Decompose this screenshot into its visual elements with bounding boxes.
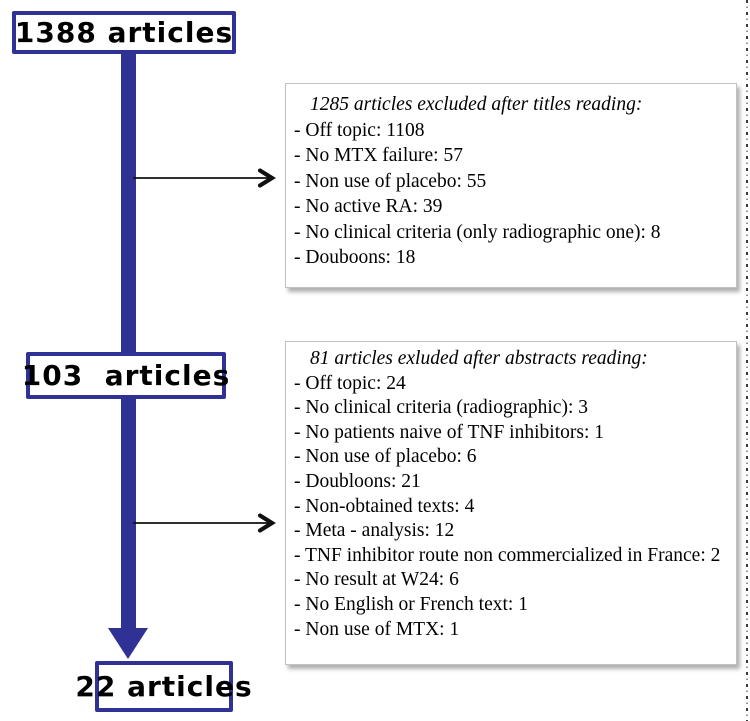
exclusion-box-1-title: 1285 articles excluded after titles read… bbox=[310, 94, 643, 115]
flow-box-22-articles: 22 articles bbox=[75, 661, 252, 712]
main-flow-arrow-down-icon bbox=[108, 628, 148, 659]
main-flow-arrow-shaft bbox=[121, 52, 136, 630]
exclusion-item: - Off topic: 24 bbox=[294, 372, 406, 394]
page-edge-dotted-line-icon bbox=[746, 0, 748, 721]
exclusion-item: - Non use of placebo: 55 bbox=[294, 170, 487, 192]
exclusion-item: - TNF inhibitor route non commercialized… bbox=[294, 544, 721, 566]
exclusion-item: - Non use of placebo: 6 bbox=[294, 446, 477, 468]
exclusion-box-1-list: - Off topic: 1108 - No MTX failure: 57 - N… bbox=[294, 118, 726, 271]
flow-box-1388-label: 1388 articles bbox=[14, 16, 234, 49]
exclusion-item: - Douboons: 18 bbox=[294, 247, 416, 268]
exclusion-box-2-title: 81 articles exluded after abstracts read… bbox=[310, 348, 648, 369]
exclusion-item: - No active RA: 39 bbox=[294, 196, 443, 217]
flow-box-103-label: 103 articles bbox=[21, 359, 231, 392]
exclusion-box-abstracts-reading: 81 articles exluded after abstracts read… bbox=[285, 341, 737, 665]
exclusion-item: - No clinical criteria (radiographic): 3 bbox=[294, 397, 588, 419]
exclusion-arrow-1-right-icon bbox=[133, 168, 276, 188]
flow-box-22-label: 22 articles bbox=[75, 670, 253, 703]
exclusion-item: - Meta - analysis: 12 bbox=[294, 520, 455, 542]
flow-box-1388-articles: 1388 articles bbox=[12, 11, 236, 54]
exclusion-item: - No patients naive of TNF inhibitors: 1 bbox=[294, 421, 604, 443]
exclusion-item: - No MTX failure: 57 bbox=[294, 145, 463, 166]
exclusion-item: - No English or French text: 1 bbox=[294, 593, 528, 615]
exclusion-item: - Doubloons: 21 bbox=[294, 470, 421, 492]
flow-box-103-articles: 103 articles bbox=[22, 352, 229, 399]
exclusion-box-titles-reading: 1285 articles excluded after titles read… bbox=[285, 83, 737, 288]
exclusion-item: - Non-obtained texts: 4 bbox=[294, 495, 475, 517]
exclusion-item: - Non use of MTX: 1 bbox=[294, 618, 460, 640]
exclusion-arrow-2-right-icon bbox=[133, 513, 276, 533]
exclusion-item: - Off topic: 1108 bbox=[294, 119, 425, 141]
exclusion-item: - No result at W24: 6 bbox=[294, 569, 459, 591]
exclusion-box-2-list: - Off topic: 24 - No clinical criteria (r… bbox=[294, 372, 726, 643]
exclusion-item: - No clinical criteria (only radiographi… bbox=[294, 221, 661, 243]
